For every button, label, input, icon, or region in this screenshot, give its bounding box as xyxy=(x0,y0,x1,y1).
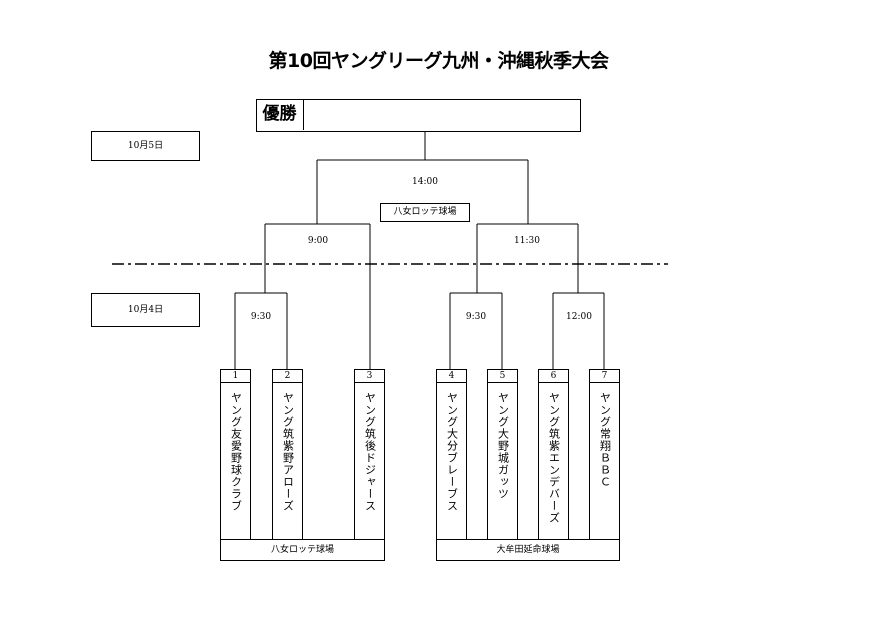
venue-left-group: 八女ロッテ球場 xyxy=(220,539,385,561)
team-name: ヤング常翔ＢＢＣ xyxy=(598,392,612,488)
team-name: ヤング筑紫エンデバーズ xyxy=(547,392,561,524)
team-seed: 1 xyxy=(221,370,250,383)
winner-label: 優勝 xyxy=(256,99,304,130)
team-seed: 3 xyxy=(355,370,384,383)
team-slot: 5 ヤング大野城ガッツ xyxy=(487,369,518,541)
team-name: ヤング筑紫野アローズ xyxy=(281,392,295,512)
team-seed: 5 xyxy=(488,370,517,383)
team-slot: 3 ヤング筑後ドジャース xyxy=(354,369,385,541)
time-r1-mid: 9:30 xyxy=(465,312,487,322)
venue-right-group: 大牟田延命球場 xyxy=(436,539,620,561)
team-slot: 1 ヤング友愛野球クラブ xyxy=(220,369,251,541)
team-seed: 2 xyxy=(273,370,302,383)
team-name: ヤング筑後ドジャース xyxy=(363,392,377,512)
time-r1-left: 9:30 xyxy=(250,312,272,322)
day-label-oct4: 10月4日 xyxy=(91,293,200,327)
venue-final: 八女ロッテ球場 xyxy=(380,203,470,222)
team-name: ヤング大野城ガッツ xyxy=(496,392,510,500)
team-slot: 7 ヤング常翔ＢＢＣ xyxy=(589,369,620,541)
time-r1-right: 12:00 xyxy=(566,312,592,322)
time-semi-left: 9:00 xyxy=(307,236,329,246)
team-seed: 7 xyxy=(590,370,619,383)
day-label-oct5: 10月5日 xyxy=(91,131,200,161)
time-semi-right: 11:30 xyxy=(514,236,540,246)
team-seed: 4 xyxy=(437,370,466,383)
team-seed: 6 xyxy=(539,370,568,383)
team-slot: 4 ヤング大分ブレーブス xyxy=(436,369,467,541)
team-name: ヤング友愛野球クラブ xyxy=(229,392,243,512)
page-title: 第10回ヤングリーグ九州・沖縄秋季大会 xyxy=(268,50,609,72)
team-name: ヤング大分ブレーブス xyxy=(445,392,459,512)
team-slot: 2 ヤング筑紫野アローズ xyxy=(272,369,303,541)
time-final: 14:00 xyxy=(412,177,438,187)
team-slot: 6 ヤング筑紫エンデバーズ xyxy=(538,369,569,541)
winner-box xyxy=(256,99,581,132)
winner-value xyxy=(310,99,575,130)
